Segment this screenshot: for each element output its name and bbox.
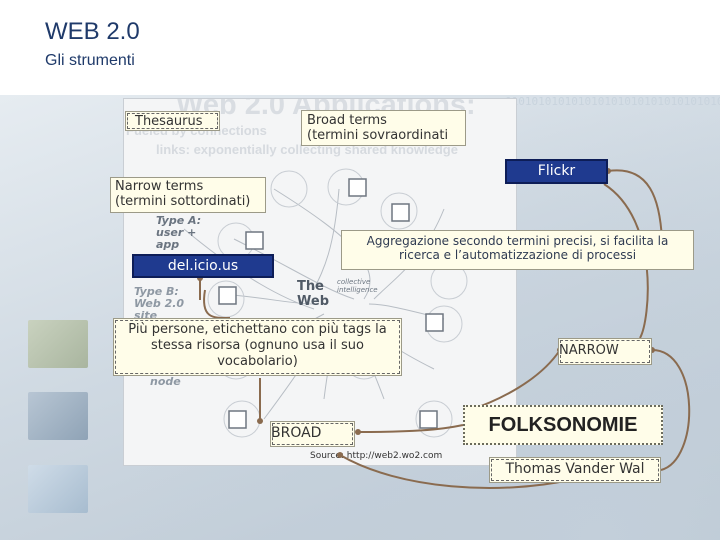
decorative-square [28, 320, 88, 368]
broad-label: BROAD [270, 421, 355, 447]
diagram-type-a-line: user + [156, 226, 197, 239]
diagram-the-web-line: The [297, 279, 324, 294]
diagram-node-label: node [150, 375, 181, 388]
broad-terms-line: (termini sovraordinati [307, 128, 449, 143]
diagram-collective-label: collective intelligence [337, 278, 378, 294]
diagram-the-web-line: Web [297, 294, 329, 309]
diagram-type-a-line: Type A: [156, 214, 202, 227]
decorative-binary-pattern: 0101010101010101010101010101010101010101… [505, 95, 720, 108]
author-label: Thomas Vander Wal [489, 457, 661, 483]
narrow-terms-label: Narrow terms (termini sottordinati) [110, 177, 266, 213]
thesaurus-label: Thesaurus [125, 111, 220, 131]
narrow-terms-line: (termini sottordinati) [115, 194, 251, 209]
folksonomie-label: FOLKSONOMIE [463, 405, 663, 445]
decorative-square [28, 465, 88, 513]
slide-title: WEB 2.0 [45, 18, 140, 45]
narrow-terms-line: Narrow terms [115, 179, 204, 194]
diagram-type-a-line: app [156, 238, 180, 251]
web20-applications-diagram: Web 2.0 Applications: Fueled by connecti… [123, 98, 517, 466]
piu-persone-note: Più persone, etichettano con più tags la… [113, 318, 402, 376]
diagram-type-b-line: Type B: [134, 285, 179, 298]
narrow-label: NARROW [558, 338, 652, 365]
diagram-type-a-label: Type A: user + app [156, 215, 201, 251]
slide-subtitle: Gli strumenti [45, 52, 135, 69]
diagram-source-credit: Source: http://web2.wo2.com [310, 451, 443, 461]
broad-terms-label: Broad terms (termini sovraordinati [301, 110, 466, 146]
diagram-collective-line: intelligence [337, 286, 378, 294]
broad-terms-line: Broad terms [307, 113, 387, 128]
diagram-type-b-label: Type B: Web 2.0 site [134, 286, 184, 322]
diagram-type-b-line: Web 2.0 [134, 297, 185, 310]
diagram-collective-line: collective [337, 278, 371, 286]
aggregazione-note: Aggregazione secondo termini precisi, si… [341, 230, 694, 270]
delicious-label: del.icio.us [132, 254, 274, 278]
flickr-label: Flickr [505, 159, 608, 184]
slide-header-background [0, 0, 720, 95]
decorative-square [28, 392, 88, 440]
diagram-the-web-label: The Web [297, 279, 329, 309]
